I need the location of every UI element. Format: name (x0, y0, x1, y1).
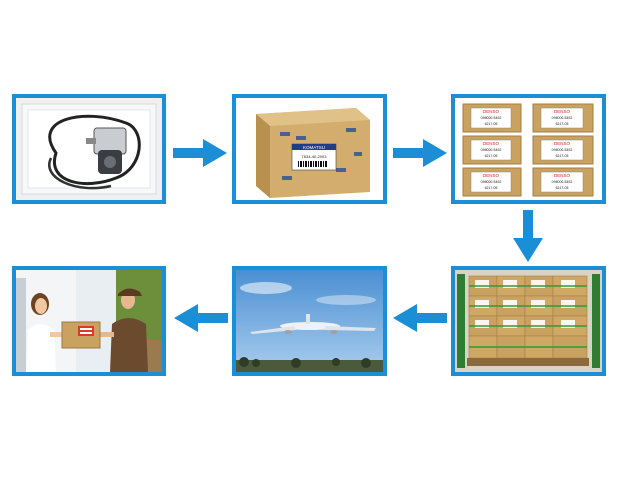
step-3-boxes-image: DENSO 096000-5492 6217-05 DENSO 096000-5… (451, 94, 606, 204)
step-4-pallet-image (451, 266, 606, 376)
box-item: DENSO 096000-5492 6217-05 (532, 167, 594, 197)
arrow-down-icon (513, 210, 543, 262)
delivery-illustration (16, 270, 162, 372)
box-item: DENSO 096000-5492 6217-05 (532, 103, 594, 133)
box-illustration: KOMATSU 7834-40-2003 (236, 98, 383, 200)
box-code: 6217-05 (485, 122, 498, 126)
box-label-brand: KOMATSU (303, 145, 325, 150)
parcel-icon (61, 321, 101, 349)
box-part-number: 096000-5492 (481, 148, 502, 152)
box-brand: DENSO (554, 141, 571, 146)
arrow-right-icon (393, 139, 447, 167)
box-part-number: 096000-5492 (481, 180, 502, 184)
box-brand: DENSO (483, 141, 500, 146)
box-item: DENSO 096000-5492 6217-05 (462, 167, 522, 197)
step-1-product-image (12, 94, 166, 204)
box-code: 6217-05 (556, 122, 569, 126)
arrow-left-icon (174, 304, 228, 332)
box-item: DENSO 096000-5492 6217-05 (462, 103, 522, 133)
pallet-illustration (455, 270, 602, 372)
box-code: 6217-05 (556, 154, 569, 158)
box-brand: DENSO (554, 173, 571, 178)
box-item: DENSO 096000-5492 6217-05 (462, 135, 522, 165)
airplane-icon (250, 314, 376, 334)
step-2-packed-box-image: KOMATSU 7834-40-2003 (232, 94, 387, 204)
box-brand: DENSO (554, 109, 571, 114)
box-part-number: 096000-5492 (552, 116, 573, 120)
arrow-left-icon (393, 304, 447, 332)
customer-person (26, 293, 66, 372)
box-item: DENSO 096000-5492 6217-05 (532, 135, 594, 165)
box-code: 6217-05 (556, 186, 569, 190)
arrow-right-icon (173, 139, 227, 167)
box-code: 6217-05 (485, 154, 498, 158)
box-label-part-number: 7834-40-2003 (302, 154, 328, 159)
step-6-delivery-image (12, 266, 166, 376)
box-part-number: 096000-5492 (481, 116, 502, 120)
actuator-illustration (16, 98, 162, 200)
box-part-number: 096000-5492 (552, 148, 573, 152)
box-part-number: 096000-5492 (552, 180, 573, 184)
box-brand: DENSO (483, 173, 500, 178)
box-code: 6217-05 (485, 186, 498, 190)
box-brand: DENSO (483, 109, 500, 114)
stacked-boxes-illustration: DENSO 096000-5492 6217-05 DENSO 096000-5… (455, 98, 602, 200)
courier-person (94, 288, 148, 372)
airplane-illustration (236, 270, 383, 372)
step-5-airplane-image (232, 266, 387, 376)
